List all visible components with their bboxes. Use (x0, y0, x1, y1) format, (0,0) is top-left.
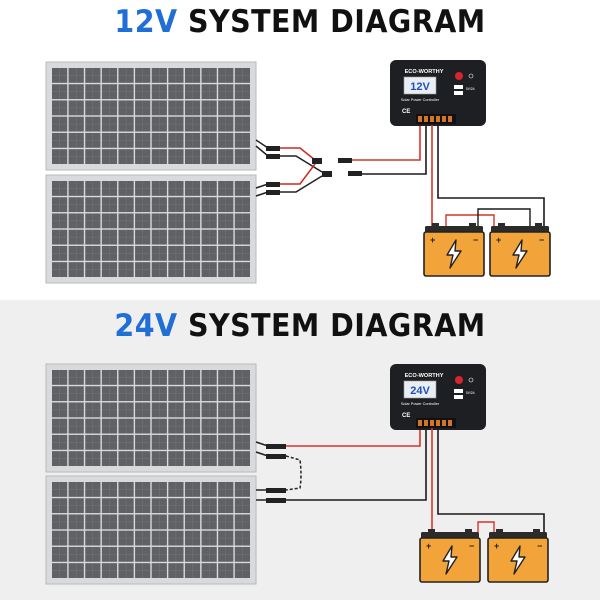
title-voltage: 12V (114, 4, 178, 40)
lightning-icon (510, 545, 526, 575)
solar-panel-upper (45, 61, 257, 171)
svg-text:+: + (426, 541, 431, 551)
battery-right-12v: +− (489, 223, 551, 277)
usb-label: 5V/2A (466, 87, 476, 91)
terminal-block (416, 418, 456, 428)
svg-text:+: + (496, 235, 501, 245)
wiring-diagram-24v: ECO-WORTHY 24V Solar Power Controller 5V… (45, 363, 549, 585)
solar-panel-upper (45, 363, 257, 473)
controller-brand: ECO-WORTHY (405, 373, 444, 379)
controller-label: Solar Power Controller (401, 402, 440, 406)
section-title-12v: 12V SYSTEM DIAGRAM (24, 4, 576, 40)
svg-text:−: − (469, 541, 474, 551)
ce-mark-icon: CE (402, 109, 410, 115)
usb-icon (454, 85, 463, 89)
battery-left-12v: +− (423, 223, 485, 277)
title-text: SYSTEM DIAGRAM (187, 4, 486, 40)
solar-panel-lower (45, 475, 257, 585)
power-icon (455, 72, 463, 80)
system-12v-section: 12V SYSTEM DIAGRAM (24, 4, 576, 284)
controller-voltage-display: 24V (410, 385, 430, 397)
system-24v-section: 24V SYSTEM DIAGRAM (0, 300, 600, 600)
svg-text:−: − (537, 541, 542, 551)
usb-icon (454, 389, 463, 393)
controller-voltage-display: 12V (410, 81, 430, 93)
svg-text:−: − (539, 235, 544, 245)
pv-positive-wire (286, 428, 421, 447)
section-title-24v: 24V SYSTEM DIAGRAM (24, 308, 576, 344)
charge-controller-12v: ECO-WORTHY 12V Solar Power Controller 5V… (390, 60, 486, 126)
mc4-connectors-24v (255, 441, 302, 503)
svg-text:+: + (430, 235, 435, 245)
controller-label: Solar Power Controller (401, 98, 440, 102)
pv-negative-wire (362, 125, 427, 175)
title-text: SYSTEM DIAGRAM (187, 308, 486, 344)
battery-negative-wire (437, 125, 545, 226)
mc4-connectors-12v (255, 139, 362, 197)
svg-text:−: − (473, 235, 478, 245)
lightning-icon (442, 545, 458, 575)
ce-mark-icon: CE (402, 413, 410, 419)
title-voltage: 24V (114, 308, 178, 344)
pv-negative-wire (286, 428, 427, 501)
power-icon (455, 376, 463, 384)
svg-text:+: + (494, 541, 499, 551)
lightning-icon (446, 239, 462, 269)
battery-left-24v: +− (419, 529, 481, 583)
usb-label: 5V/2A (466, 391, 476, 395)
battery-negative-wire (437, 428, 545, 532)
solar-panel-lower (45, 174, 257, 284)
controller-brand: ECO-WORTHY (405, 69, 444, 75)
lightning-icon (512, 239, 528, 269)
terminal-block (416, 114, 456, 124)
charge-controller-24v: ECO-WORTHY 24V Solar Power Controller 5V… (390, 364, 486, 430)
battery-right-24v: +− (487, 529, 549, 583)
pv-positive-wire (352, 125, 421, 161)
wiring-diagram-12v: ECO-WORTHY 12V Solar Power Controller 5V… (45, 60, 551, 284)
